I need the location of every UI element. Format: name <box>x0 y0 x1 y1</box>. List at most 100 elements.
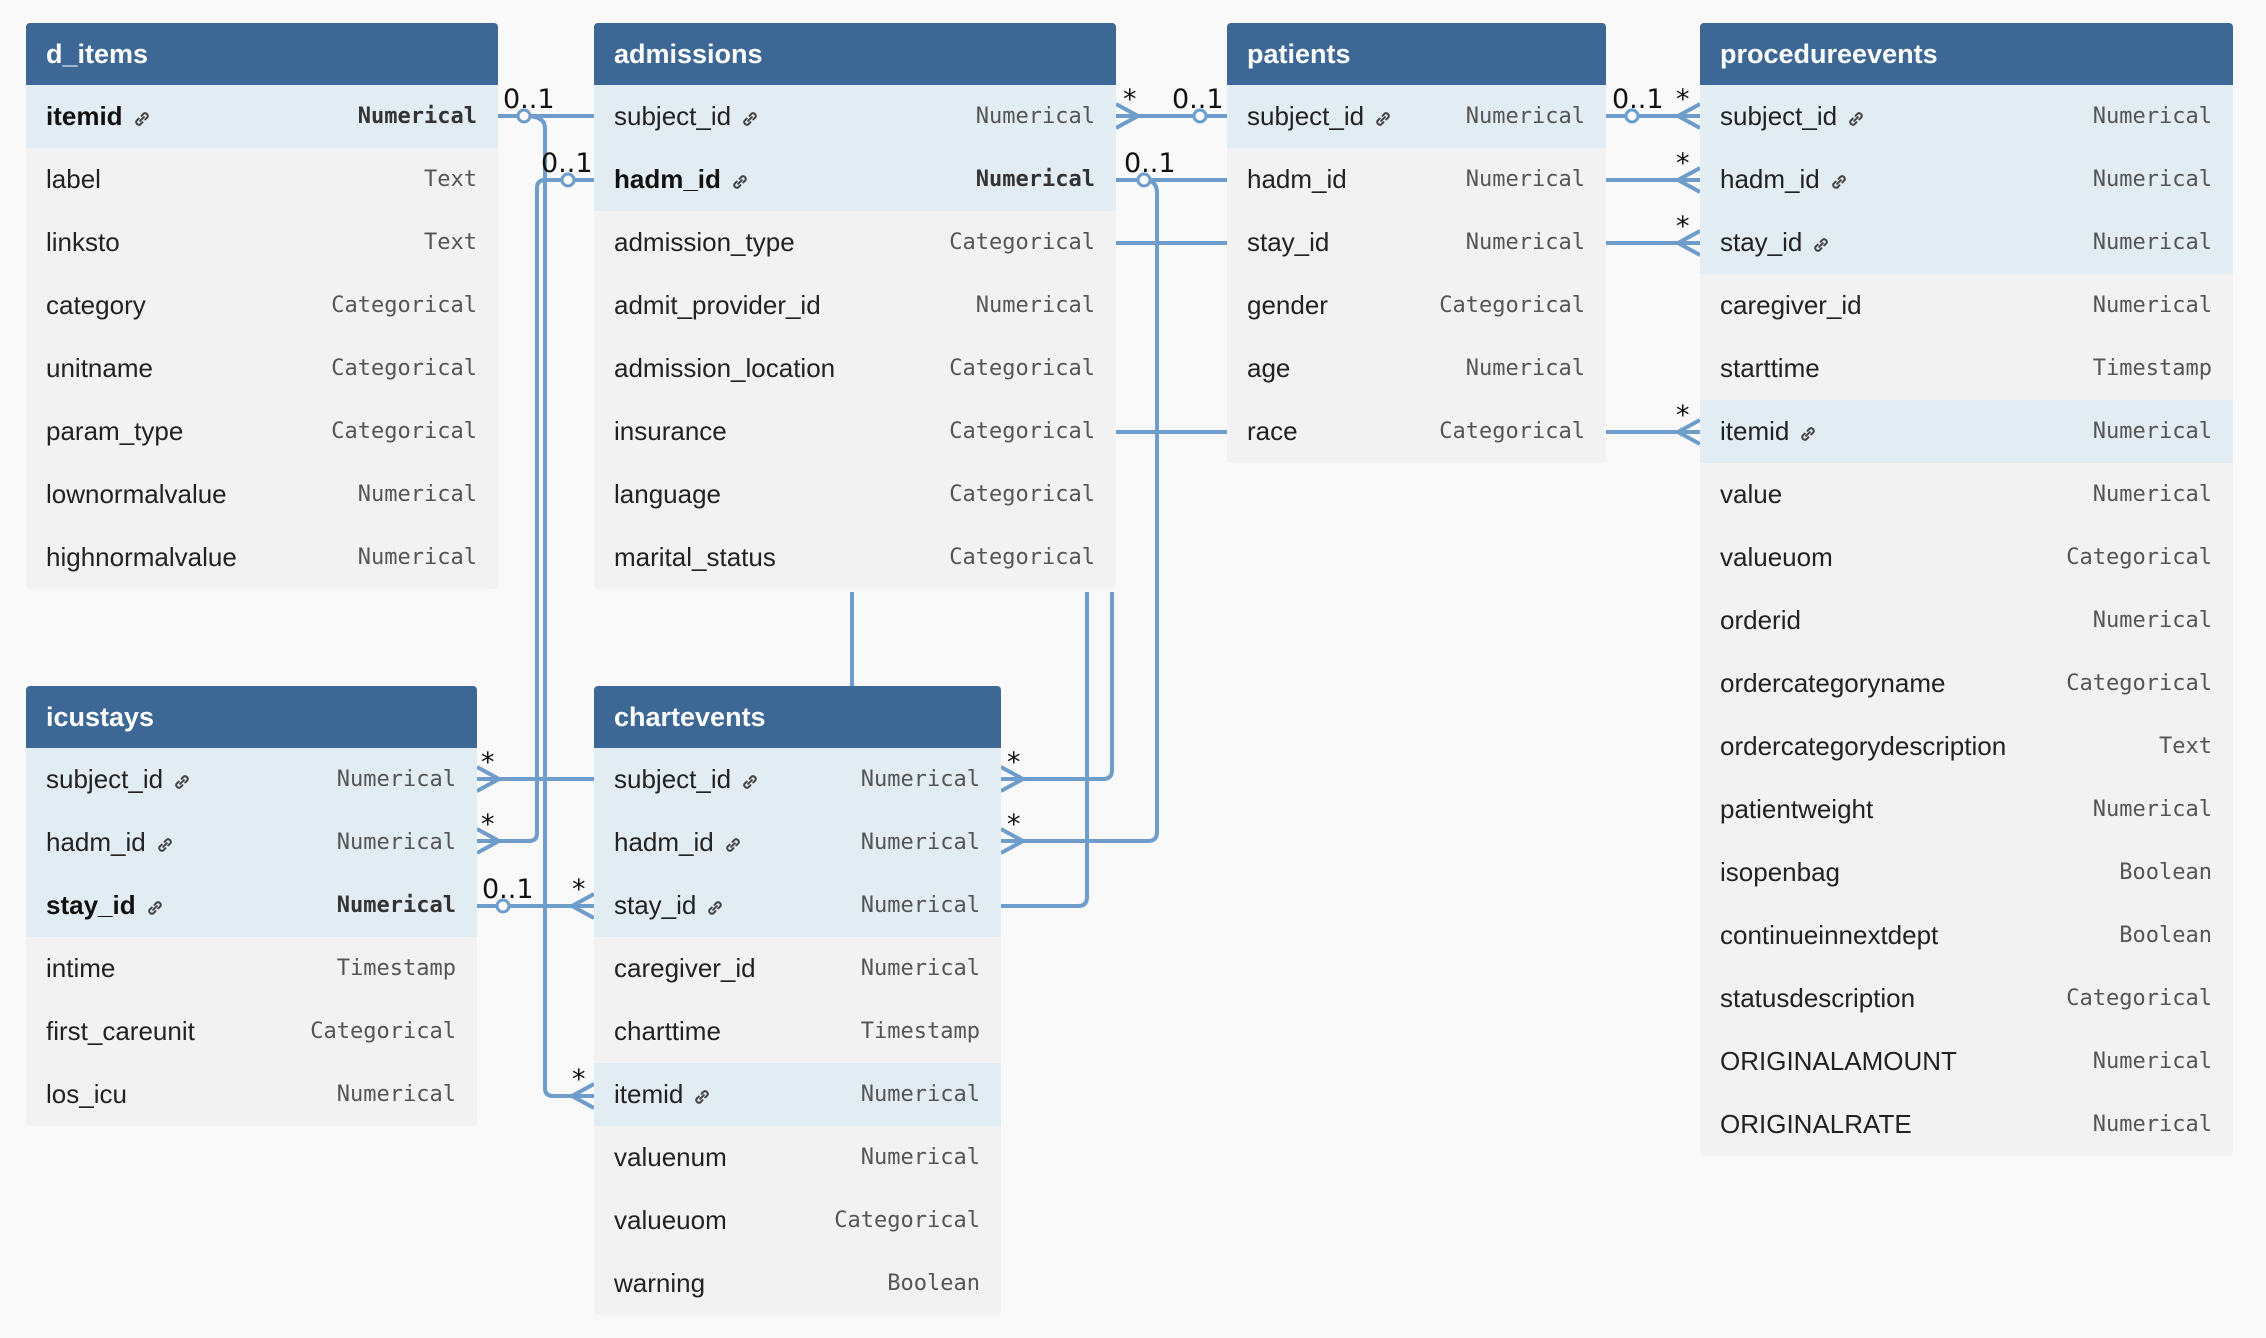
field-type: Numerical <box>2092 608 2212 633</box>
field-name: isopenbag <box>1720 857 1840 888</box>
field-row-itemid[interactable]: itemid Numerical <box>1700 400 2233 463</box>
field-name-text: label <box>46 164 101 194</box>
card-one-label: 0..1 <box>1612 84 1664 115</box>
field-name-text: age <box>1247 353 1291 383</box>
field-name: insurance <box>614 416 727 447</box>
field-name: itemid <box>614 1079 713 1110</box>
table-header[interactable]: procedureevents <box>1700 23 2233 85</box>
field-name-text: caregiver_id <box>1720 290 1862 320</box>
table-header[interactable]: patients <box>1227 23 1606 85</box>
field-name: ORIGINALRATE <box>1720 1109 1912 1140</box>
field-name: gender <box>1247 290 1328 321</box>
field-type: Categorical <box>2066 986 2212 1011</box>
field-type: Categorical <box>949 482 1095 507</box>
table-header[interactable]: icustays <box>26 686 477 748</box>
field-name-text: caregiver_id <box>614 953 756 983</box>
table-header[interactable]: admissions <box>594 23 1116 85</box>
field-name-text: itemid <box>1720 416 1790 446</box>
field-type: Timestamp <box>2092 356 2212 381</box>
field-name-text: value <box>1720 479 1783 509</box>
field-name: highnormalvalue <box>46 542 237 573</box>
table-header[interactable]: chartevents <box>594 686 1001 748</box>
field-name-text: stay_id <box>46 890 136 920</box>
link-icon <box>1797 421 1819 443</box>
field-type: Categorical <box>1439 419 1585 444</box>
card-one-label: 0..1 <box>1124 148 1176 179</box>
field-name-text: valueuom <box>614 1205 727 1235</box>
table-header[interactable]: d_items <box>26 23 498 85</box>
field-name-text: admit_provider_id <box>614 290 821 320</box>
field-name: hadm_id <box>614 164 751 195</box>
card-one-label: 0..1 <box>541 148 593 179</box>
field-name: patientweight <box>1720 794 1873 825</box>
field-name-text: valuenum <box>614 1142 727 1172</box>
link-icon <box>144 895 166 917</box>
link-admissions-chartevents-subject <box>1001 592 1114 781</box>
field-type: Numerical <box>2092 419 2212 444</box>
card-many-label: * <box>1007 747 1021 778</box>
field-name-text: highnormalvalue <box>46 542 237 572</box>
field-name: itemid <box>46 101 153 132</box>
